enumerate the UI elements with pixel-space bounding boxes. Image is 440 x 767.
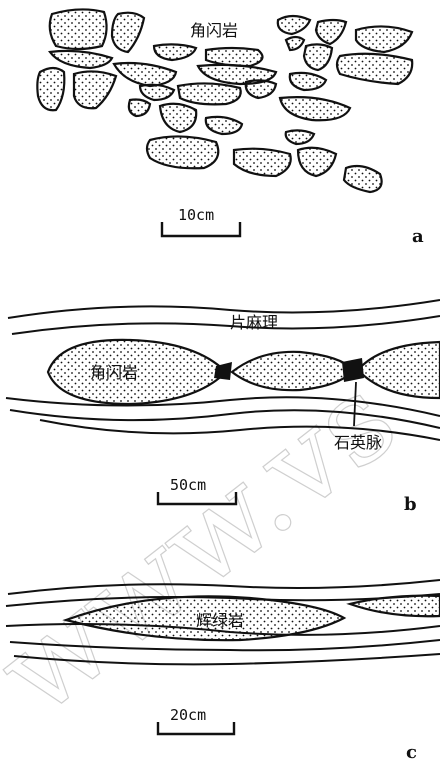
block — [37, 68, 64, 110]
block — [344, 166, 382, 192]
panel-letter-c: c — [406, 742, 417, 763]
rock-label-amphibolite-b: 角闪岩 — [90, 363, 138, 382]
block — [178, 83, 241, 104]
scale-bar-a — [162, 222, 240, 236]
block — [154, 44, 196, 60]
scale-label-c: 20cm — [170, 706, 206, 724]
block — [246, 80, 276, 98]
block — [304, 44, 332, 70]
block — [286, 37, 304, 50]
boudin — [358, 342, 440, 398]
rock-label-diabase: 辉绿岩 — [196, 611, 244, 630]
block — [298, 148, 336, 176]
block — [316, 20, 346, 44]
watermark: www.vs — [0, 349, 421, 743]
panel-letter-b: b — [404, 494, 417, 515]
scale-label-a: 10cm — [178, 206, 214, 224]
block — [206, 117, 242, 134]
block — [356, 26, 412, 52]
quartz-vein — [342, 358, 364, 382]
block — [112, 13, 144, 52]
panel-letter-a: a — [412, 226, 424, 247]
block — [50, 51, 112, 68]
block — [147, 136, 218, 168]
foliation-label: 片麻理 — [230, 313, 278, 332]
block — [280, 97, 350, 120]
panel-a: 角闪岩 10cm a — [37, 9, 424, 247]
block — [140, 85, 174, 100]
block — [286, 130, 314, 144]
block — [160, 104, 196, 132]
block — [234, 149, 291, 176]
vein-label: 石英脉 — [334, 433, 382, 452]
rock-label-amphibolite: 角闪岩 — [190, 21, 238, 40]
block — [74, 71, 116, 108]
block — [337, 54, 412, 84]
block — [206, 48, 263, 66]
block — [278, 16, 310, 34]
block — [114, 63, 176, 86]
scale-label-b: 50cm — [170, 476, 206, 494]
block — [290, 73, 326, 90]
block — [50, 9, 107, 49]
block — [129, 100, 150, 117]
